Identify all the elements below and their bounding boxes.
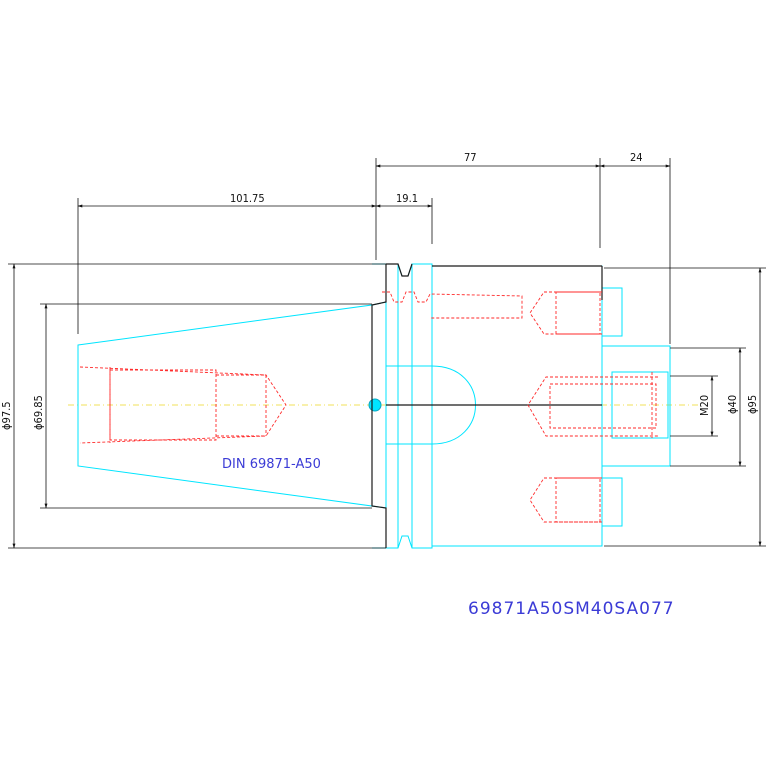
dim-19-1: 19.1: [396, 192, 418, 205]
taper-shank: [77, 304, 373, 507]
dimension-lines: [8, 158, 766, 549]
flange-body: [368, 263, 671, 549]
dim-diameter-95: ϕ95: [746, 395, 759, 414]
dim-101-75: 101.75: [230, 192, 265, 205]
dim-thread-m20: M20: [698, 395, 711, 416]
designation-label: DIN 69871-A50: [222, 457, 321, 472]
part-number: 69871A50SM40SA077: [468, 599, 675, 619]
dim-diameter-69-85: ϕ69.85: [32, 395, 45, 430]
dim-77: 77: [464, 151, 477, 164]
hidden-lines: [79, 291, 658, 523]
dim-diameter-40: ϕ40: [726, 395, 739, 414]
dim-diameter-97-5: ϕ97.5: [0, 401, 13, 430]
outline-emphasis: [371, 263, 603, 548]
dim-24: 24: [630, 151, 643, 164]
